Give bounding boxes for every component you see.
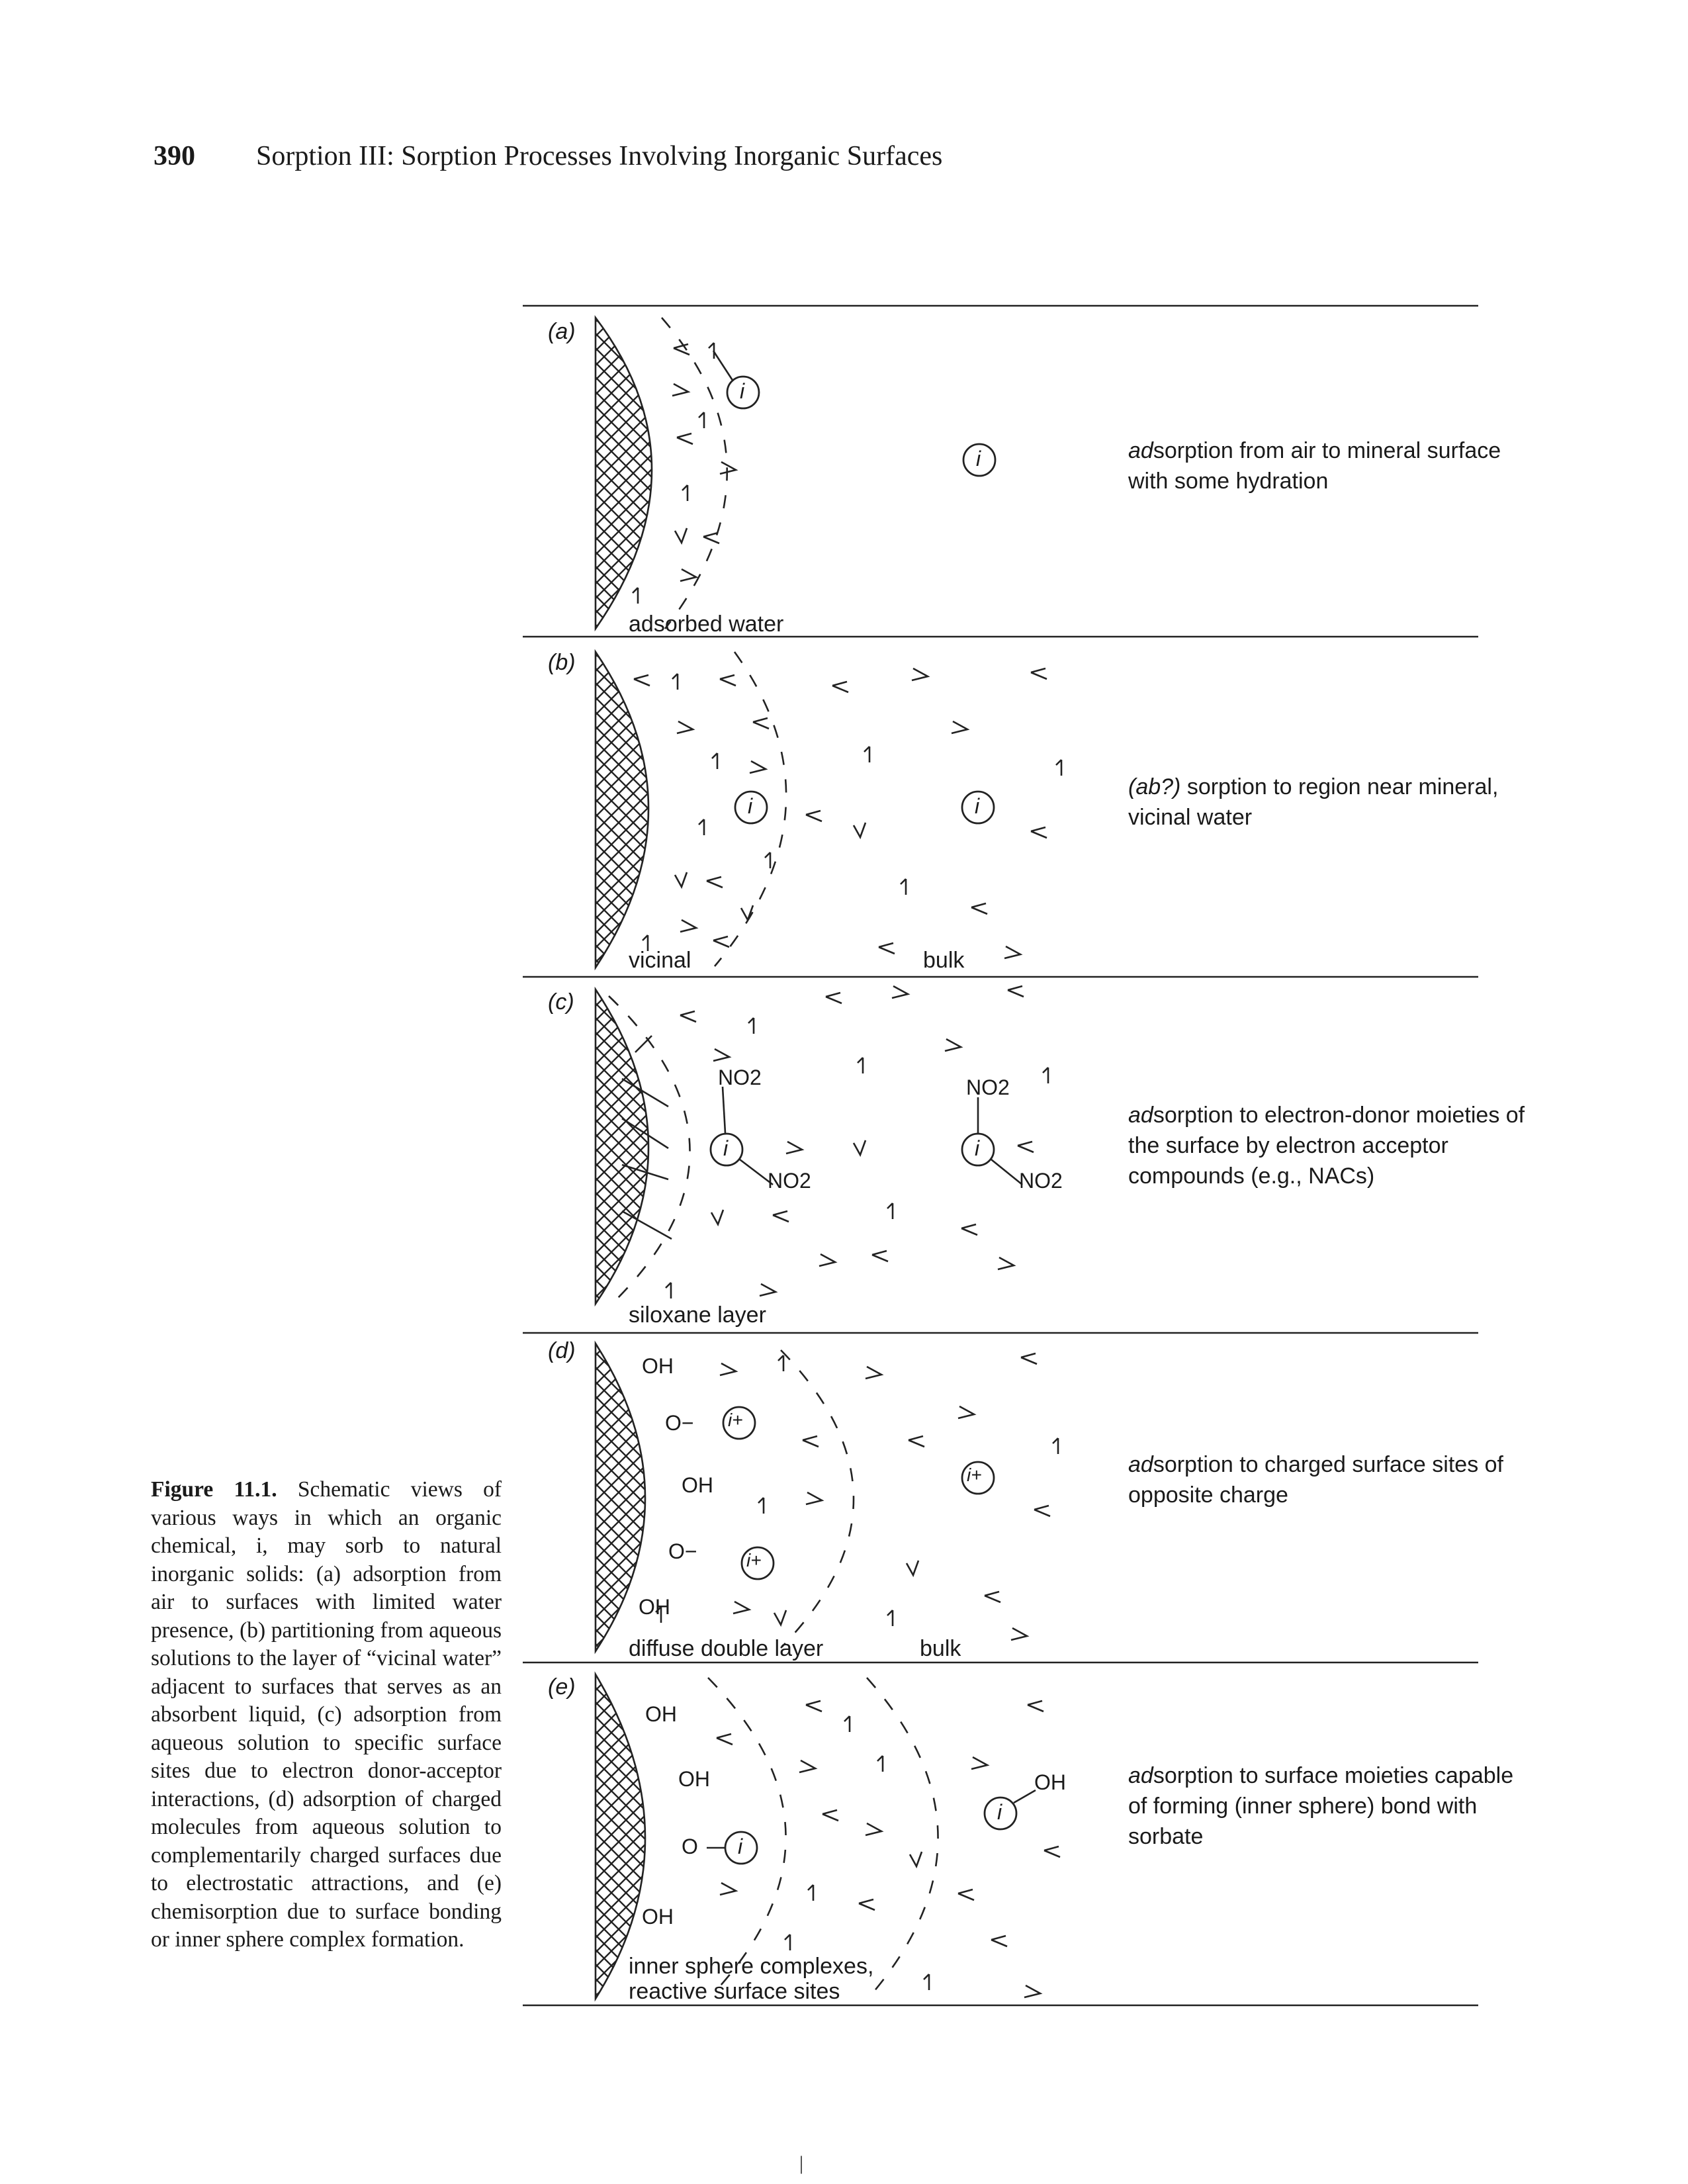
group-no2: NO2: [718, 1066, 762, 1089]
molecule-i: i: [748, 794, 753, 818]
label-adsorbed-water: adsorbed water: [629, 612, 784, 637]
molecule-i: i: [997, 1800, 1002, 1824]
surface-group: O−: [668, 1539, 697, 1563]
label-bulk-b: bulk: [923, 948, 965, 973]
surface-group: OH: [642, 1905, 674, 1929]
description-c: adsorption to electron-donor moieties of…: [1128, 1103, 1525, 1189]
label-bulk-d: bulk: [920, 1636, 961, 1661]
panel-label-d: (d): [548, 1338, 576, 1363]
running-header: 390 Sorption III: Sorption Processes Invo…: [154, 140, 942, 172]
surface-group: OH: [645, 1702, 677, 1726]
surface-group: O−: [665, 1411, 694, 1435]
surface-group: OH: [642, 1354, 674, 1378]
surface-group: O: [682, 1835, 698, 1858]
label-siloxane-layer: siloxane layer: [629, 1302, 766, 1328]
molecule-i-plus: i+: [967, 1465, 982, 1485]
panel-label-c: (c): [548, 989, 574, 1015]
bonds: [621, 350, 1036, 1849]
surface-group: OH: [682, 1473, 713, 1497]
description-a: adsorption from air to mineral surface w…: [1128, 438, 1501, 494]
running-title: Sorption III: Sorption Processes Involvi…: [256, 141, 943, 171]
molecule-i: i: [975, 1136, 980, 1160]
page-number: 390: [154, 141, 195, 171]
molecule-i-plus: i+: [746, 1550, 762, 1570]
group-no2: NO2: [966, 1075, 1010, 1099]
surface-group: OH: [639, 1595, 670, 1619]
description-b: (ab?) sorption to region near mineral, v…: [1128, 774, 1499, 830]
label-vicinal: vicinal: [629, 948, 691, 973]
molecule-i: i: [740, 379, 745, 403]
group-no2: NO2: [1019, 1169, 1063, 1193]
panel-label-a: (a): [548, 319, 576, 344]
molecule-circles: [709, 375, 1018, 1865]
molecule-i: i: [738, 1835, 743, 1858]
molecule-i: i: [975, 794, 980, 818]
molecule-i-plus: i+: [728, 1410, 743, 1430]
caption-label: Figure 11.1.: [151, 1477, 277, 1502]
panel-rules: [523, 304, 1478, 2007]
label-diffuse-double-layer: diffuse double layer: [629, 1636, 824, 1661]
caption-text: Schematic views of various ways in which…: [151, 1477, 502, 1952]
panel-label-e: (e): [548, 1674, 576, 1700]
label-inner-sphere-complexes: inner sphere complexes,: [629, 1954, 874, 1979]
water-molecules: [631, 341, 1063, 1999]
footer-mark: |: [799, 2152, 804, 2174]
molecule-i: i: [723, 1136, 729, 1160]
label-reactive-surface-sites: reactive surface sites: [629, 1979, 840, 2004]
description-e: adsorption to surface moieties capable o…: [1128, 1763, 1514, 1849]
description-d: adsorption to charged surface sites of o…: [1128, 1452, 1504, 1508]
figure-caption: Figure 11.1. Schematic views of various …: [151, 1476, 502, 1954]
group-oh: OH: [1034, 1770, 1066, 1794]
surface-group: OH: [678, 1767, 710, 1791]
mineral-surfaces: [594, 315, 653, 2002]
molecule-i: i: [976, 447, 981, 471]
group-no2: NO2: [768, 1169, 811, 1193]
layer-boundaries: [608, 317, 939, 1993]
panel-label-b: (b): [548, 650, 576, 675]
